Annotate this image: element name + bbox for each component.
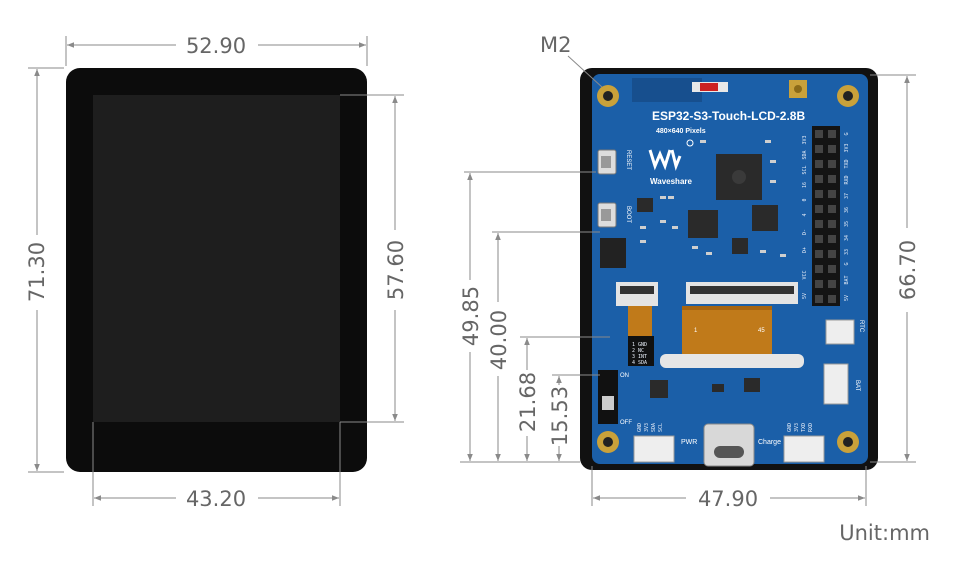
left-grove-connector [633,435,675,463]
svg-text:3V3: 3V3 [844,143,850,152]
i2c-pin-labels: 1 GND 2 NC 3 INT 4 SDA [632,342,647,366]
svg-text:RXD: RXD [808,423,814,432]
pin-header [812,126,840,306]
svg-text:TXD: TXD [844,159,850,168]
bottom-right-pin-labels: GND 3V3 TXD RXD [787,423,814,432]
front-top-width-dimension [65,36,368,66]
svg-text:G: G [844,132,850,135]
back-view: M2 ESP32-S3-Touch-LCD-2.8B 480×640 Pixel… [459,33,920,511]
svg-text:SDA: SDA [802,150,808,159]
svg-text:SCL: SCL [658,423,664,432]
front-bottom-width-label: 43.20 [186,487,246,511]
brand-label: Waveshare [650,177,693,186]
usb-c-port[interactable] [703,423,755,467]
svg-text:3 INT: 3 INT [632,354,647,360]
reset-label: RESET [625,150,631,170]
board-resolution: 480×640 Pixels [656,128,706,135]
board-title: ESP32-S3-Touch-LCD-2.8B [652,109,805,123]
svg-text:5V: 5V [802,293,808,299]
svg-text:D-: D- [802,229,808,235]
battery-connector [823,363,849,405]
front-top-width-label: 52.90 [186,34,246,58]
rtc-label: RTC [858,320,864,333]
svg-text:D+: D+ [802,247,808,253]
offset-label-15-53: 15.53 [548,386,572,446]
svg-text:34: 34 [844,235,850,241]
charger-chip [744,378,760,392]
pwr-label: PWR [681,439,697,446]
lcd-window [660,354,804,368]
mounting-holes [597,85,859,453]
right-grove-connector [783,435,825,463]
front-left-height-label: 71.30 [25,242,49,302]
lcd-flex-cable [682,306,772,354]
svg-text:16: 16 [802,182,808,188]
fpc-pin45-label: 45 [758,328,765,334]
svg-text:3V3: 3V3 [644,423,650,432]
svg-text:VCC: VCC [802,270,808,279]
pmic-chip [650,380,668,398]
ic-chip [688,210,718,238]
back-right-height-dimension [870,74,916,463]
charge-label: Charge [758,439,781,446]
svg-text:G: G [844,262,850,265]
back-bottom-width-dimension [591,466,867,506]
boot-label: BOOT [625,206,631,223]
svg-text:4: 4 [802,213,808,216]
m2-label: M2 [540,33,571,57]
svg-text:3V3: 3V3 [802,135,808,144]
svg-text:SDA: SDA [651,423,657,432]
svg-text:0: 0 [802,198,808,201]
svg-text:3V3: 3V3 [794,423,800,432]
bat-label: BAT [854,380,860,392]
svg-text:2 NC: 2 NC [632,348,644,354]
svg-text:SCL: SCL [802,165,808,174]
svg-text:1 GND: 1 GND [632,342,647,348]
rtc-connector [825,319,855,345]
antenna-area [632,78,702,102]
ic-chip-4 [637,198,653,212]
svg-text:37: 37 [844,193,850,199]
ic-chip-3 [732,238,748,254]
switch-on-label: ON [620,373,629,379]
header-right-pin-labels: G 3V3 TXD RXD 37 36 35 34 33 G BAT 5V [844,132,850,301]
touch-flex-cable [628,306,652,336]
fpc-pin1-label: 1 [694,328,698,334]
switch-off-label: OFF [620,420,632,426]
i2c-header [628,336,654,366]
header-pins [815,130,836,303]
svg-text:GND: GND [637,423,643,432]
svg-text:35: 35 [844,221,850,227]
front-bottom-width-dimension [92,422,341,506]
back-right-height-label: 66.70 [896,240,920,300]
offset-label-49-85: 49.85 [459,286,483,346]
front-right-height-label: 57.60 [384,240,408,300]
svg-text:TXD: TXD [801,423,807,432]
back-left-offset-dimensions [460,171,610,463]
front-left-height-dimension [28,67,64,473]
ic-chip-2 [752,205,778,231]
front-right-height-dimension [340,94,404,423]
svg-text:RXD: RXD [844,175,850,184]
svg-text:GND: GND [787,423,793,432]
svg-text:5V: 5V [844,295,850,301]
bottom-left-pin-labels: GND 3V3 SDA SCL [637,423,664,432]
m2-leader [567,55,604,89]
header-left-pin-labels: 3V3 SDA SCL 16 0 4 D- D+ VCC 5V [802,135,808,299]
offset-label-40-00: 40.00 [487,310,511,370]
svg-text:33: 33 [844,249,850,255]
back-bottom-width-label: 47.90 [698,487,758,511]
screen-active-area [93,95,340,422]
smd-components [640,140,786,257]
unit-label: Unit:mm [839,521,930,545]
waveshare-logo-icon [648,139,694,171]
svg-text:BAT: BAT [844,275,850,284]
offset-label-21-68: 21.68 [516,372,540,432]
front-view: 52.90 43.20 71.30 57.60 [25,34,408,511]
svg-text:36: 36 [844,207,850,213]
speaker [600,238,626,268]
svg-text:4 SDA: 4 SDA [632,360,647,366]
